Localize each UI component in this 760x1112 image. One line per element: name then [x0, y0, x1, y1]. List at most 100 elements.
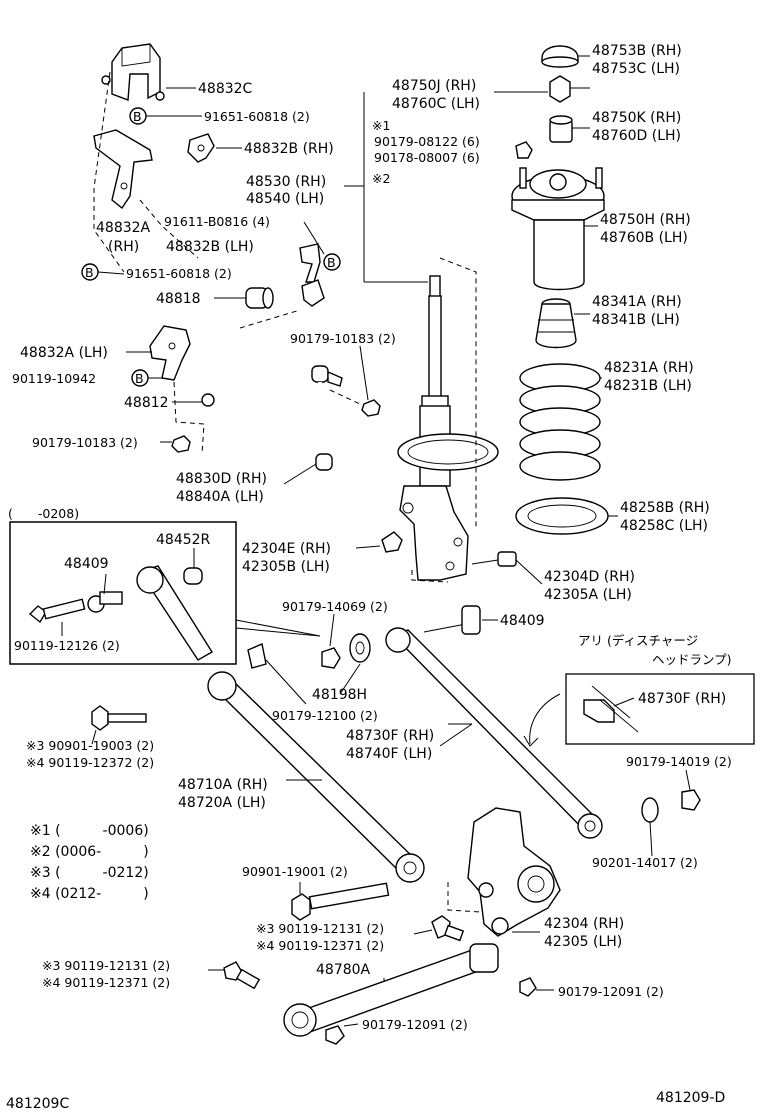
nut-90179-14069: [321, 647, 341, 669]
label-48231A: 48231A (RH): [604, 360, 694, 376]
label-90179-12100: 90179-12100 (2): [272, 708, 378, 723]
label-48760D: 48760D (LH): [592, 128, 681, 144]
callout-labels: 48832C 91651-60818 (2) 48832B (RH) 48832…: [6, 43, 732, 1112]
label-mark-2: ※2: [372, 171, 390, 186]
trailing-arm-48780A: [283, 943, 499, 1037]
bushing-48818: [245, 287, 274, 309]
bracket-48832C: [101, 43, 165, 101]
label-48753B: 48753B (RH): [592, 43, 682, 59]
label-42304: 42304 (RH): [544, 916, 624, 932]
inset-bush-48452R: [183, 567, 203, 585]
label-inset-48452R: 48452R: [156, 532, 211, 548]
label-48231B: 48231B (LH): [604, 378, 692, 394]
label-48818: 48818: [156, 291, 201, 307]
stabilizer-link-48830D: [311, 365, 343, 471]
label-90179-08122: 90179-08122 (6): [374, 134, 480, 149]
label-hid-2: ヘッドランプ): [652, 652, 732, 667]
nut-90179-14019: [681, 789, 701, 811]
note-4: ※4 (0212- ): [30, 886, 149, 902]
label-48540: 48540 (LH): [246, 191, 324, 207]
label-42305B: 42305B (LH): [242, 559, 330, 575]
bolt-42304D: [471, 551, 517, 567]
bolt-48409: [423, 605, 481, 635]
label-inset-48409: 48409: [64, 556, 109, 572]
coil-spring-48231A: [519, 363, 601, 481]
label-48730F: 48730F (RH): [346, 728, 434, 744]
nut-90179-10183-lower: [171, 435, 191, 453]
inset-bolt: [28, 591, 123, 624]
label-42304D: 42304D (RH): [544, 569, 635, 585]
label-48258B: 48258B (RH): [620, 500, 710, 516]
bolt-90901-19003: [91, 705, 147, 731]
bolt-90119-12131-a: [431, 915, 465, 942]
bracket-48832A-rh: [93, 129, 153, 210]
badge-letter: B: [135, 371, 144, 386]
badge-letter: B: [327, 255, 336, 270]
bolt-42304E: [381, 531, 403, 553]
inset-box: [9, 521, 321, 665]
washer-90201-14017: [641, 797, 659, 823]
label-48341A: 48341A (RH): [592, 294, 682, 310]
hid-inset: [523, 673, 755, 747]
nut-90179-10183-upper: [361, 399, 381, 417]
bolt-badge-1: B: [129, 107, 147, 125]
note-1: ※1 ( -0006): [30, 823, 149, 839]
label-48832A-rh-1: 48832A: [96, 220, 151, 236]
label-42305: 42305 (LH): [544, 934, 622, 950]
knuckle-42304: [467, 807, 561, 937]
bolt-90119-12131-b: [223, 961, 261, 990]
label-90178-08007: 90178-08007 (6): [374, 150, 480, 165]
label-90119-10942: 90119-10942: [12, 371, 96, 386]
label-48780A: 48780A: [316, 962, 371, 978]
label-48740F: 48740F (LH): [346, 746, 432, 762]
label-90179-14069: 90179-14069 (2): [282, 599, 388, 614]
label-inset-range: ( -0208): [8, 506, 79, 521]
label-48840A: 48840A (LH): [176, 489, 264, 505]
note-3: ※3 ( -0212): [30, 865, 149, 881]
label-48341B: 48341B (LH): [592, 312, 680, 328]
control-arm-48710A: [207, 671, 425, 883]
label-48832A-lh: 48832A (LH): [20, 345, 108, 361]
label-48832C: 48832C: [198, 81, 253, 97]
bracket-48832B-rh: [187, 133, 215, 163]
bolt-badge-3: B: [323, 253, 341, 271]
label-48198H: 48198H: [312, 687, 367, 703]
strut-48530: [397, 275, 499, 581]
diagram-id-left: 481209C: [6, 1096, 69, 1112]
label-48830D: 48830D (RH): [176, 471, 267, 487]
badge-letter: B: [85, 265, 94, 280]
label-48812: 48812: [124, 395, 169, 411]
label-mark-1: ※1: [372, 118, 390, 133]
label-48750H: 48750H (RH): [600, 212, 691, 228]
label-91651-60818-a: 91651-60818 (2): [204, 109, 310, 124]
note-2: ※2 (0006- ): [30, 844, 149, 860]
label-48753C: 48753C (LH): [592, 61, 680, 77]
label-hid-48730F: 48730F (RH): [638, 691, 726, 707]
bumper-48341A: [535, 298, 577, 349]
label-91611-B0816: 91611-B0816 (4): [164, 214, 270, 229]
bolt-90179-12091-a: [519, 977, 537, 997]
bracket-90179-12100: [247, 643, 267, 669]
label-90901-19001: 90901-19001 (2): [242, 864, 348, 879]
label-inset-90119-12126: 90119-12126 (2): [14, 638, 120, 653]
bolt-badge-4: B: [131, 369, 149, 387]
label-48750J: 48750J (RH): [392, 78, 476, 94]
label-48710A: 48710A (RH): [178, 777, 268, 793]
label-90901-19003: ※3 90901-19003 (2): [26, 738, 154, 753]
bolt-badge-2: B: [81, 263, 99, 281]
label-90179-14019: 90179-14019 (2): [626, 754, 732, 769]
insulator-48258B: [515, 497, 609, 535]
washer-48198H: [349, 633, 371, 663]
label-90201-14017: 90201-14017 (2): [592, 855, 698, 870]
label-48760C: 48760C (LH): [392, 96, 480, 112]
cap-48753B: [541, 45, 579, 68]
label-91651-60818-b: 91651-60818 (2): [126, 266, 232, 281]
label-hid-1: アリ (ディスチャージ: [578, 633, 698, 648]
label-90119-12371-a: ※4 90119-12371 (2): [256, 938, 384, 953]
nut-48750J: [515, 141, 533, 159]
label-90119-12131-b: ※3 90119-12131 (2): [42, 958, 170, 973]
bolt-90901-19001: [291, 882, 390, 921]
diagram-id-right: 481209-D: [656, 1090, 725, 1106]
